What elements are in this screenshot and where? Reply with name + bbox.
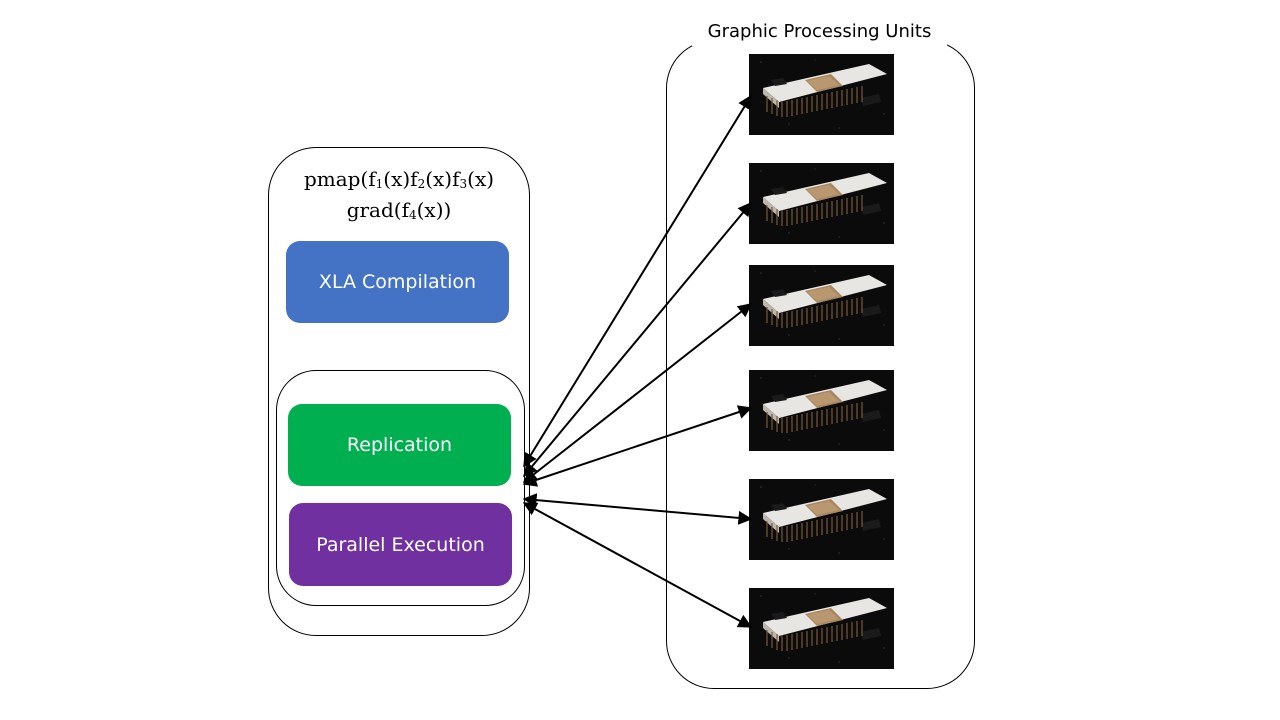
parallel-execution-label: Parallel Execution [316, 533, 485, 556]
replication-block: Replication [288, 404, 511, 486]
execution-group [276, 370, 525, 606]
gpu-chip-image [749, 163, 894, 244]
gpu-chip-image [749, 370, 894, 451]
gpu-chip-image [749, 54, 894, 135]
xla-compilation-block: XLA Compilation [286, 241, 509, 323]
gpu-title: Graphic Processing Units [707, 21, 932, 42]
xla-compilation-label: XLA Compilation [318, 271, 477, 293]
pmap-formula: pmap(f1(x)f2(x)f3(x) grad(f4(x)) [268, 166, 530, 228]
formula-line-1: pmap(f1(x)f2(x)f3(x) [303, 167, 495, 191]
replication-label: Replication [346, 434, 453, 456]
gpu-chip-image [749, 265, 894, 346]
gpu-title-mask [692, 20, 947, 46]
formula-line-2: grad(f4(x)) [346, 198, 452, 222]
gpu-chip-image [749, 479, 894, 560]
gpu-chip-image [749, 588, 894, 669]
parallel-execution-block: Parallel Execution [289, 503, 512, 586]
